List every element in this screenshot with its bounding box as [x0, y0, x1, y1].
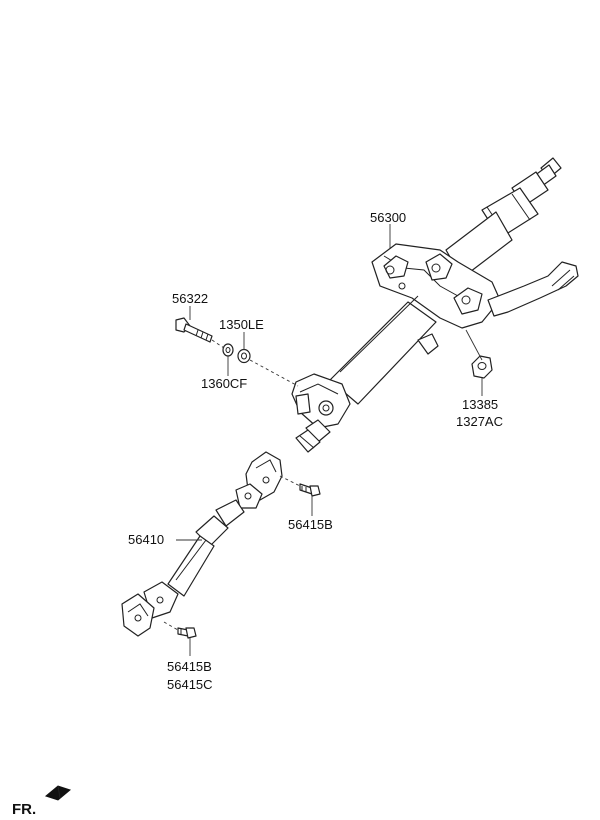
nut-1350LE [237, 348, 251, 364]
label-56415C: 56415C [167, 677, 213, 692]
label-13385: 13385 [462, 397, 498, 412]
label-56415B-lower: 56415B [167, 659, 212, 674]
arrow-left-icon [44, 785, 72, 801]
label-1327AC: 1327AC [456, 414, 503, 429]
upper-yoke-bolt [299, 483, 321, 497]
label-56300: 56300 [370, 210, 406, 225]
label-1360CF: 1360CF [201, 376, 247, 391]
lower-yoke-bolt [177, 627, 197, 639]
front-direction-indicator: FR. [12, 785, 72, 818]
steering-column-assembly [291, 157, 579, 453]
label-56322: 56322 [172, 291, 208, 306]
label-56410: 56410 [128, 532, 164, 547]
front-direction-label: FR. [12, 801, 36, 818]
label-1350LE: 1350LE [219, 317, 264, 332]
intermediate-shaft-assembly [121, 451, 283, 637]
leader-lines [176, 224, 483, 656]
column-mounting-bolt [175, 317, 213, 343]
washer-1360CF [222, 343, 234, 357]
label-56415B-upper: 56415B [288, 517, 333, 532]
